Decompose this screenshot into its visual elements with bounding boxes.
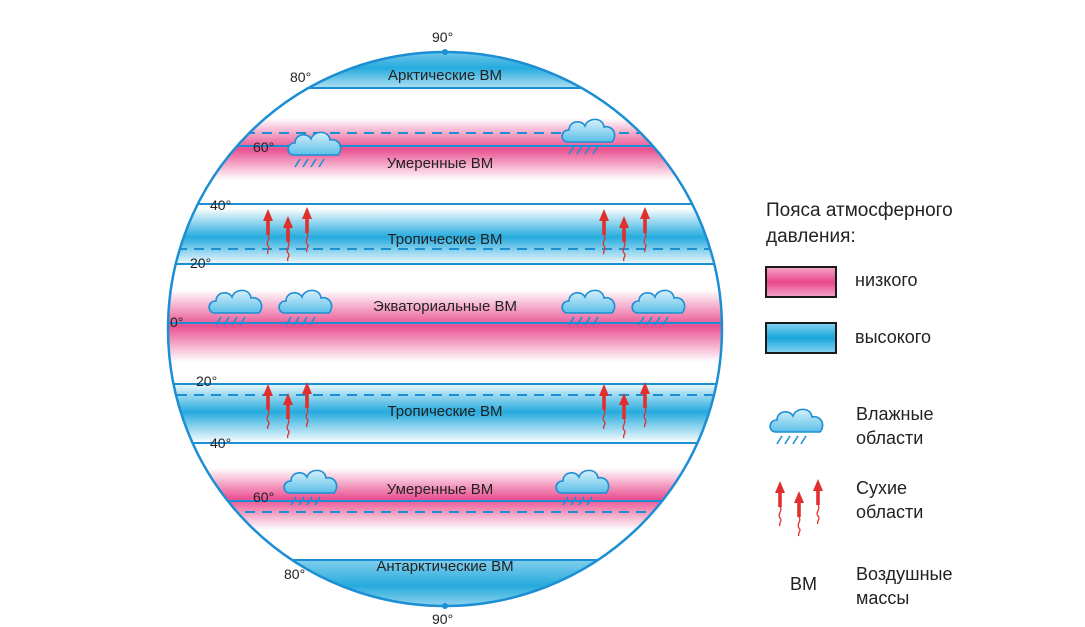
legend-vm-abbreviation: ВМ xyxy=(790,574,817,594)
legend-dry-line-1: Сухие xyxy=(856,478,908,498)
latitude-label-equator: 0° xyxy=(170,314,183,330)
legend-low-pressure-swatch xyxy=(765,266,837,298)
zone-label-tropical-north: Тропические ВМ xyxy=(387,231,502,248)
legend-dry-areas-label: Сухие области xyxy=(856,476,923,524)
legend-vm-line-2: массы xyxy=(856,588,910,608)
latitude-label-n80: 80° xyxy=(290,69,311,85)
high-pressure-belt-south-30 xyxy=(168,381,722,443)
latitude-label-south-pole: 90° xyxy=(432,611,453,627)
legend-cloud-icon xyxy=(769,408,824,445)
latitude-label-n40: 40° xyxy=(210,197,231,213)
latitude-label-s20: 20° xyxy=(196,373,217,389)
zone-label-temperate-south: Умеренные ВМ xyxy=(387,481,494,498)
high-pressure-belt-north-30 xyxy=(168,208,722,266)
latitude-label-n20: 20° xyxy=(190,255,211,271)
legend-high-pressure-label: высокого xyxy=(855,327,931,347)
zone-label-temperate-north: Умеренные ВМ xyxy=(387,155,494,172)
zone-label-equatorial: Экваториальные ВМ xyxy=(373,298,517,315)
latitude-label-s60: 60° xyxy=(253,489,274,505)
front-lines xyxy=(168,132,722,513)
north-pole-dot xyxy=(442,49,448,55)
latitude-label-s40: 40° xyxy=(210,435,231,451)
low-pressure-belt-south-60 xyxy=(168,468,722,530)
legend-vm-line-1: Воздушные xyxy=(856,564,953,584)
legend-air-masses-label: Воздушные массы xyxy=(856,562,953,610)
zone-label-tropical-south: Тропические ВМ xyxy=(387,403,502,420)
legend-high-pressure-swatch xyxy=(765,322,837,354)
zone-label-antarctic: Антарктические ВМ xyxy=(376,558,513,575)
zone-label-arctic: Арктические ВМ xyxy=(388,67,502,84)
legend-wet-areas-label: Влажные области xyxy=(856,402,933,450)
legend-title-line-1: Пояса атмосферного xyxy=(766,200,953,221)
legend-wet-line-1: Влажные xyxy=(856,404,934,424)
pressure-belts xyxy=(168,52,722,606)
legend-dry-line-2: области xyxy=(856,502,924,522)
legend-wet-line-2: области xyxy=(856,428,924,448)
low-pressure-belt-north-60 xyxy=(168,118,722,180)
latitude-label-n60: 60° xyxy=(253,139,274,155)
legend-low-pressure-label: низкого xyxy=(855,270,918,290)
legend-title: Пояса атмосферного давления: xyxy=(766,198,953,250)
legend-title-line-2: давления: xyxy=(766,226,856,247)
latitude-label-s80: 80° xyxy=(284,566,305,582)
legend-arrows-icon xyxy=(774,478,824,537)
latitude-label-north-pole: 90° xyxy=(432,29,453,45)
south-pole-dot xyxy=(442,603,448,609)
